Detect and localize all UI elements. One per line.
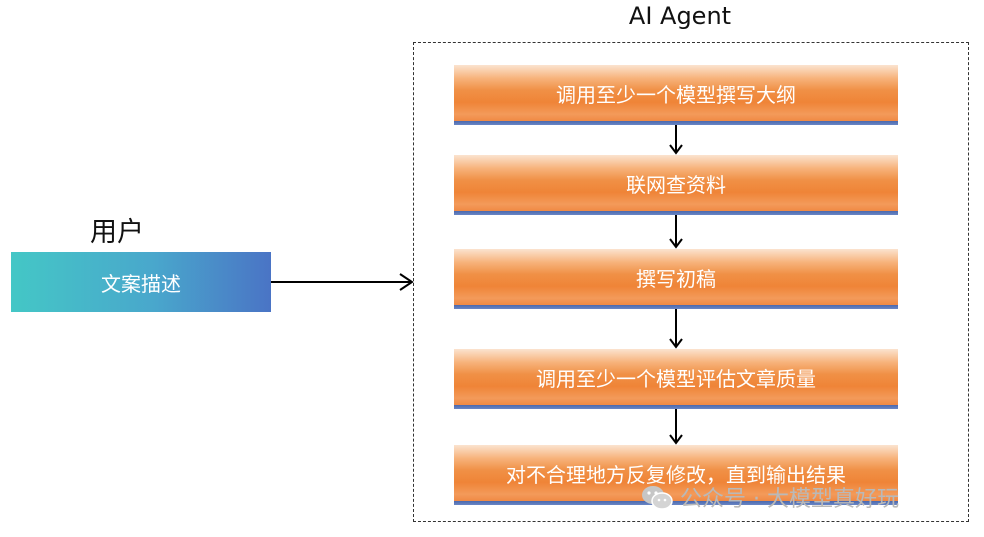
step-3-label: 撰写初稿 xyxy=(636,266,716,291)
step-5-label: 对不合理地方反复修改，直到输出结果 xyxy=(506,462,846,487)
step-4: 调用至少一个模型评估文章质量 xyxy=(454,349,898,409)
user-input-box: 文案描述 xyxy=(11,252,271,312)
watermark-text: 公众号 · 大模型真好玩 xyxy=(680,487,899,512)
arrow-down-2 xyxy=(669,215,683,249)
step-1: 调用至少一个模型撰写大纲 xyxy=(454,65,898,125)
step-1-label: 调用至少一个模型撰写大纲 xyxy=(556,82,796,107)
agent-title: AI Agent xyxy=(628,2,732,30)
step-3: 撰写初稿 xyxy=(454,249,898,309)
arrow-down-1 xyxy=(669,125,683,155)
step-2-label: 联网查资料 xyxy=(626,172,726,197)
user-to-agent-arrow xyxy=(271,273,414,291)
user-input-label: 文案描述 xyxy=(101,271,181,296)
arrow-down-4 xyxy=(669,409,683,445)
step-2: 联网查资料 xyxy=(454,155,898,215)
watermark: 公众号 · 大模型真好玩 xyxy=(640,481,899,513)
step-5: 对不合理地方反复修改，直到输出结果 xyxy=(454,445,898,505)
arrow-down-3 xyxy=(669,309,683,349)
user-label: 用户 xyxy=(90,217,144,248)
wechat-icon xyxy=(642,486,673,510)
step-4-label: 调用至少一个模型评估文章质量 xyxy=(536,366,816,391)
